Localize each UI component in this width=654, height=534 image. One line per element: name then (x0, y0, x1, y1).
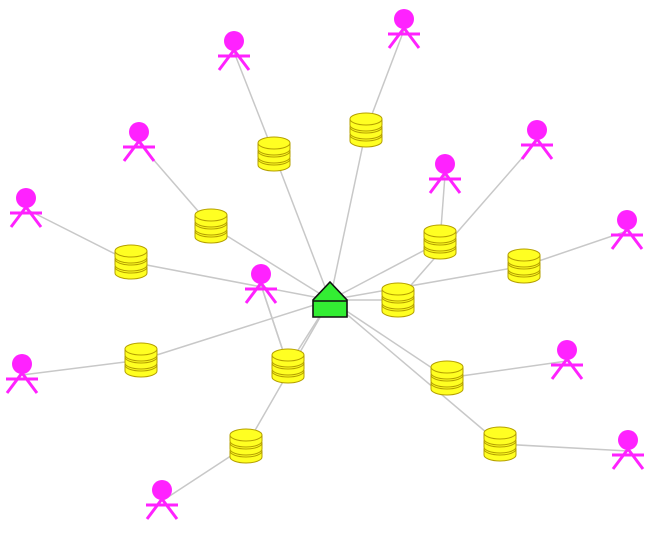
database-icon[interactable] (257, 136, 291, 172)
person-icon[interactable] (217, 31, 251, 71)
edge-hub-db12 (329, 299, 501, 445)
person-icon[interactable] (5, 354, 39, 394)
person-icon[interactable] (611, 430, 645, 470)
nodes-layer (5, 9, 645, 520)
edge-db11-p11 (446, 360, 568, 379)
edge-hub-db8 (329, 241, 441, 301)
database-icon[interactable] (114, 244, 148, 280)
edge-hub-db1 (273, 153, 331, 301)
database-icon[interactable] (229, 428, 263, 464)
database-icon[interactable] (430, 360, 464, 396)
person-icon[interactable] (244, 264, 278, 304)
edge-db5-p5 (21, 359, 142, 376)
person-icon[interactable] (550, 340, 584, 380)
person-icon[interactable] (387, 9, 421, 49)
person-icon[interactable] (428, 154, 462, 194)
database-icon[interactable] (423, 224, 457, 260)
house-icon[interactable] (312, 280, 348, 318)
person-icon[interactable] (9, 188, 43, 228)
edge-hub-db2 (329, 129, 367, 301)
person-icon[interactable] (610, 210, 644, 250)
database-icon[interactable] (349, 112, 383, 148)
edge-hub-db3 (210, 225, 331, 301)
database-icon[interactable] (124, 342, 158, 378)
edge-hub-db10 (329, 265, 525, 301)
edge-db9-p9 (397, 140, 538, 301)
edge-hub-db5 (140, 299, 331, 361)
database-icon[interactable] (194, 208, 228, 244)
edge-db1-p1 (233, 51, 275, 155)
edge-hub-db11 (329, 299, 448, 379)
edge-db4-p4 (25, 208, 132, 263)
database-icon[interactable] (271, 348, 305, 384)
edge-hub-db4 (130, 261, 331, 301)
edge-db10-p10 (523, 230, 628, 267)
person-icon[interactable] (122, 122, 156, 162)
person-icon[interactable] (145, 480, 179, 520)
database-icon[interactable] (507, 248, 541, 284)
database-icon[interactable] (483, 426, 517, 462)
person-icon[interactable] (520, 120, 554, 160)
edge-db12-p12 (499, 443, 629, 452)
database-icon[interactable] (381, 282, 415, 318)
